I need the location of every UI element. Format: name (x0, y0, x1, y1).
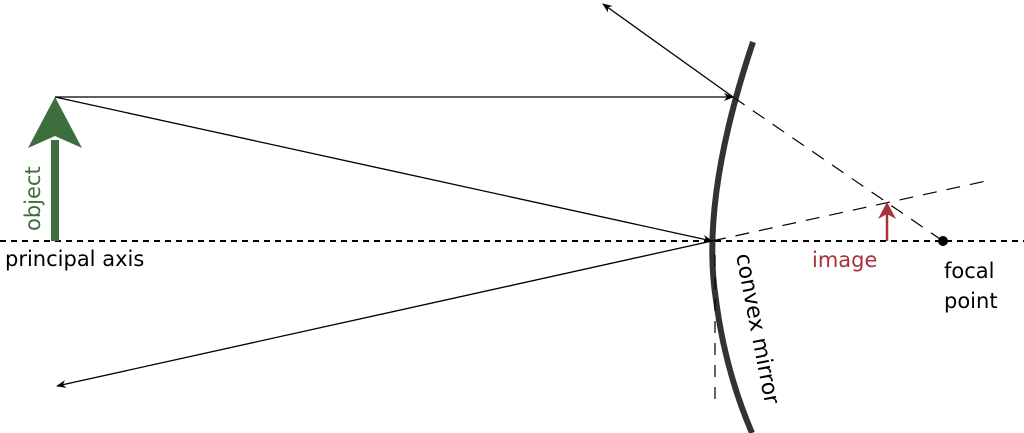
convex-mirror (709, 41, 756, 433)
focal-point-dot (938, 236, 948, 246)
object-arrow (28, 97, 82, 241)
virtual-ray-to-focal-point (732, 96, 944, 242)
virtual-ray-extension (711, 180, 987, 242)
reflected-ray-1 (602, 3, 734, 98)
convex-mirror-label: convex mirror (730, 251, 784, 407)
incident-ray-vertex (54, 96, 713, 243)
principal-axis-label: principal axis (5, 247, 144, 271)
reflected-ray-2 (56, 240, 713, 388)
object-label: object (21, 166, 45, 231)
image-label: image (812, 248, 877, 272)
focal-point-label-line1: focal (944, 259, 995, 283)
focal-point-label-line2: point (944, 289, 998, 313)
image-arrow (878, 202, 896, 241)
